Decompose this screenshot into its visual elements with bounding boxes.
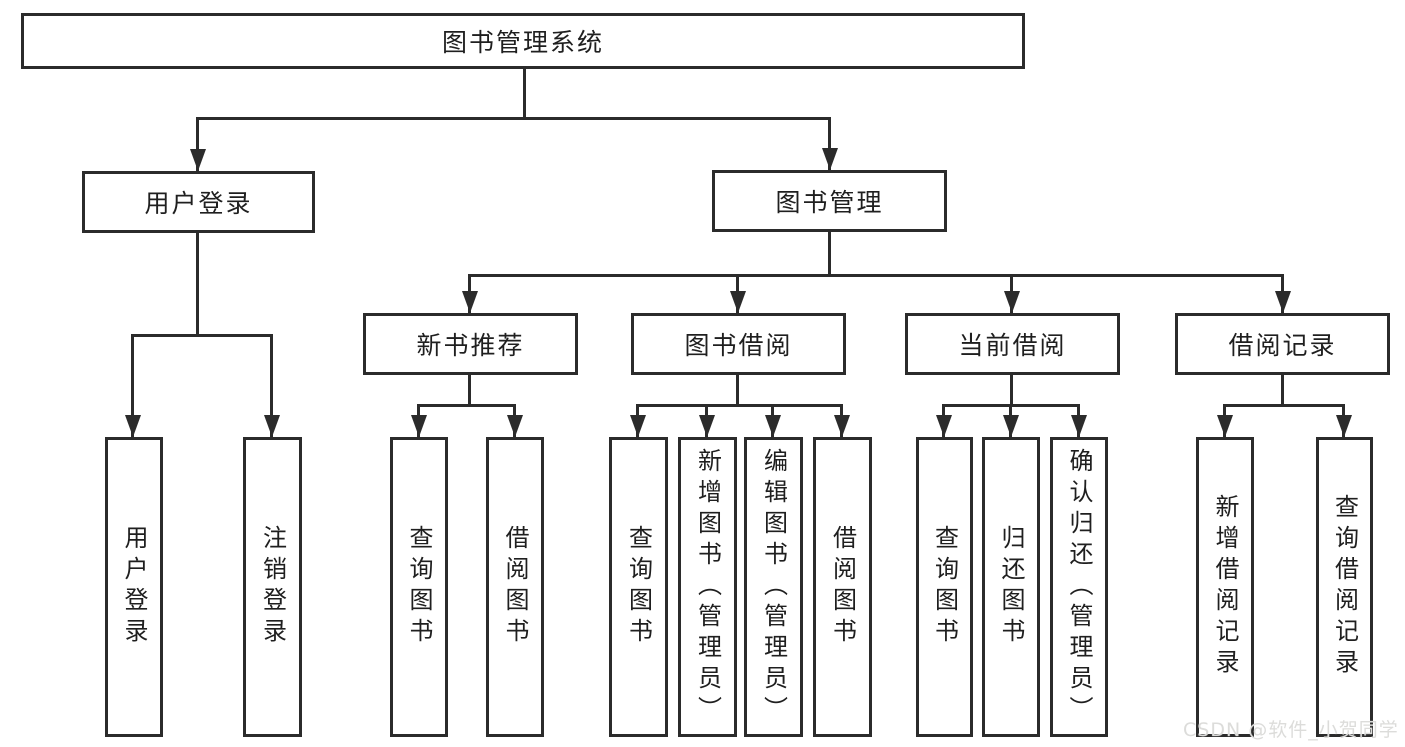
connector-line bbox=[828, 232, 831, 275]
arrowhead-down-icon bbox=[1003, 415, 1019, 437]
connector-line bbox=[270, 334, 273, 437]
arrowhead-down-icon bbox=[507, 415, 523, 437]
node-label: 当前借阅 bbox=[958, 331, 1067, 360]
leaf-return-book: 归还图书 bbox=[982, 437, 1040, 737]
leaf-add-borrow-record: 新增借阅记录 bbox=[1196, 437, 1254, 737]
leaf-logout: 注销登录 bbox=[243, 437, 302, 737]
leaf-label: 用户登录 bbox=[120, 525, 148, 649]
arrowhead-down-icon bbox=[1275, 291, 1291, 313]
connector-line bbox=[196, 233, 199, 335]
leaf-label: 归还图书 bbox=[997, 525, 1025, 649]
leaf-edit-book-admin: 编辑图书（管理员） bbox=[744, 437, 803, 737]
node-label: 图书管理系统 bbox=[441, 28, 604, 57]
arrowhead-down-icon bbox=[1004, 291, 1020, 313]
node-label: 图书借阅 bbox=[684, 331, 793, 360]
node-user-login: 用户登录 bbox=[82, 171, 315, 233]
leaf-label: 新增借阅记录 bbox=[1211, 494, 1239, 680]
connector-line bbox=[131, 334, 134, 437]
connector-line bbox=[1010, 375, 1013, 405]
node-label: 图书管理 bbox=[775, 188, 884, 217]
leaf-label: 借阅图书 bbox=[501, 525, 529, 649]
arrowhead-down-icon bbox=[765, 415, 781, 437]
arrowhead-down-icon bbox=[834, 415, 850, 437]
connector-line bbox=[196, 117, 199, 171]
leaf-add-book-admin: 新增图书（管理员） bbox=[678, 437, 737, 737]
arrowhead-down-icon bbox=[630, 415, 646, 437]
connector-line bbox=[468, 375, 471, 405]
connector-line bbox=[131, 334, 273, 337]
node-label: 借阅记录 bbox=[1228, 331, 1337, 360]
node-label: 用户登录 bbox=[144, 189, 253, 218]
arrowhead-down-icon bbox=[1071, 415, 1087, 437]
node-root: 图书管理系统 bbox=[21, 13, 1025, 69]
leaf-label: 注销登录 bbox=[258, 525, 287, 649]
node-label: 新书推荐 bbox=[416, 331, 525, 360]
arrowhead-down-icon bbox=[1217, 415, 1233, 437]
arrowhead-down-icon bbox=[1336, 415, 1352, 437]
connector-line bbox=[736, 375, 739, 405]
connector-line bbox=[1223, 404, 1345, 407]
leaf-label: 查询图书 bbox=[405, 525, 433, 649]
connector-line bbox=[1281, 375, 1284, 405]
leaf-borrow-books-recommend: 借阅图书 bbox=[486, 437, 544, 737]
leaf-label: 编辑图书（管理员） bbox=[759, 447, 788, 727]
csdn-watermark: CSDN @软件_小贺同学 bbox=[1183, 719, 1399, 741]
leaf-label: 查询图书 bbox=[624, 525, 653, 649]
leaf-label: 借阅图书 bbox=[828, 525, 857, 649]
arrowhead-down-icon bbox=[190, 149, 206, 171]
leaf-label: 新增图书（管理员） bbox=[693, 447, 722, 727]
node-book-management: 图书管理 bbox=[712, 170, 947, 232]
leaf-label: 查询借阅记录 bbox=[1330, 494, 1359, 680]
arrowhead-down-icon bbox=[936, 415, 952, 437]
leaf-user-login: 用户登录 bbox=[105, 437, 163, 737]
leaf-confirm-return-admin: 确认归还（管理员） bbox=[1050, 437, 1108, 737]
leaf-label: 确认归还（管理员） bbox=[1065, 447, 1093, 727]
leaf-label: 查询图书 bbox=[930, 525, 959, 649]
leaf-query-books-current: 查询图书 bbox=[916, 437, 973, 737]
arrowhead-down-icon bbox=[730, 291, 746, 313]
arrowhead-down-icon bbox=[462, 291, 478, 313]
connector-line bbox=[636, 404, 843, 407]
arrowhead-down-icon bbox=[264, 415, 280, 437]
connector-line bbox=[468, 274, 1284, 277]
node-current-borrow: 当前借阅 bbox=[905, 313, 1120, 375]
arrowhead-down-icon bbox=[411, 415, 427, 437]
leaf-query-books-recommend: 查询图书 bbox=[390, 437, 448, 737]
connector-line bbox=[523, 69, 526, 118]
arrowhead-down-icon bbox=[822, 148, 838, 170]
connector-line bbox=[417, 404, 516, 407]
leaf-query-books-borrow: 查询图书 bbox=[609, 437, 668, 737]
leaf-borrow-books-borrow: 借阅图书 bbox=[813, 437, 872, 737]
connector-line bbox=[828, 117, 831, 170]
node-borrow-records: 借阅记录 bbox=[1175, 313, 1390, 375]
node-new-book-recommend: 新书推荐 bbox=[363, 313, 578, 375]
arrowhead-down-icon bbox=[699, 415, 715, 437]
arrowhead-down-icon bbox=[125, 415, 141, 437]
leaf-query-borrow-record: 查询借阅记录 bbox=[1316, 437, 1373, 737]
node-book-borrow: 图书借阅 bbox=[631, 313, 846, 375]
connector-line bbox=[197, 117, 831, 120]
